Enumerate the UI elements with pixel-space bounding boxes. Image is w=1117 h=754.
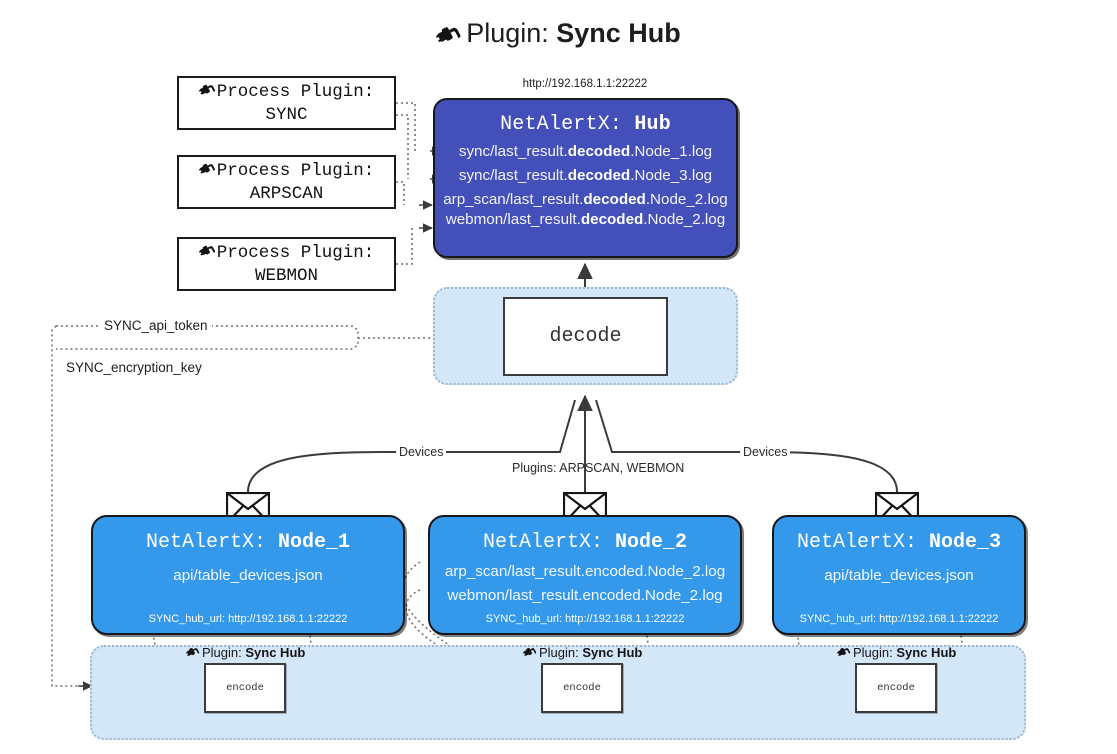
hub-box[interactable]: NetAlertX: Hub sync/last_result.decoded.… <box>433 98 738 258</box>
encode-label: encode <box>563 682 601 694</box>
edge-label-devices-right: Devices <box>740 445 791 459</box>
encoder-label-name: Sync Hub <box>245 645 306 660</box>
encode-box-node-1[interactable]: encode <box>204 663 286 713</box>
hub-log-mid: decoded <box>567 143 631 160</box>
edge-arpscan-to-hub <box>396 181 405 205</box>
edge-sync-to-hub-log1 <box>396 102 416 151</box>
process-plugin-line2: ARPSCAN <box>249 184 324 204</box>
node-title-name: Node_1 <box>278 531 351 554</box>
hub-log-row: webmon/last_result.decoded.Node_2.log <box>435 211 736 228</box>
node-box-node-2[interactable]: NetAlertX: Node_2 arp_scan/last_result.e… <box>428 515 742 635</box>
node-hub-url-label: SYNC_hub_url: http://192.168.1.1:22222 <box>799 613 999 625</box>
hub-log-post: .Node_2.log <box>645 191 728 208</box>
node-hub-url-label: SYNC_hub_url: http://192.168.1.1:22222 <box>485 613 685 625</box>
plug-icon <box>836 645 851 660</box>
node-title: NetAlertX: Node_2 <box>430 531 740 554</box>
process-plugin-line1: Process Plugin: <box>216 242 375 263</box>
node-box-node-1[interactable]: NetAlertX: Node_1 api/table_devices.json… <box>91 515 405 635</box>
edge-label-devices-left: Devices <box>396 445 447 459</box>
plug-icon <box>522 645 537 660</box>
hub-log-pre: sync/last_result. <box>458 167 568 184</box>
node-hub-url-label: SYNC_hub_url: http://192.168.1.1:22222 <box>148 613 348 625</box>
hub-log-row: sync/last_result.decoded.Node_1.log <box>435 143 736 160</box>
hub-log-mid: decoded <box>583 191 646 208</box>
encode-label: encode <box>226 682 264 694</box>
process-plugin-box-arpscan[interactable]: Process Plugin: ARPSCAN <box>177 155 396 209</box>
decode-box[interactable]: decode <box>503 297 668 376</box>
encoder-plugin-label: Plugin: Sync Hub <box>185 645 306 660</box>
node-payload-line: webmon/last_result.encoded.Node_2.log <box>447 587 723 604</box>
node-title-prefix: NetAlertX: <box>482 531 603 554</box>
hub-log-pre: sync/last_result. <box>458 143 568 160</box>
node-payload-line: api/table_devices.json <box>824 567 974 584</box>
plug-icon <box>198 80 216 100</box>
hub-url-label: http://192.168.1.1:22222 <box>522 78 648 90</box>
hub-title-name: Hub <box>634 113 671 136</box>
node-title-prefix: NetAlertX: <box>796 531 917 554</box>
page-title-prefix: Plugin: <box>466 18 549 48</box>
hub-log-pre: arp_scan/last_result. <box>443 191 584 208</box>
edge-label-plugins-center: Plugins: ARPSCAN, WEBMON <box>512 461 685 475</box>
hub-title-prefix: NetAlertX: <box>500 113 623 136</box>
encoder-plugin-label: Plugin: Sync Hub <box>836 645 957 660</box>
hub-log-mid: decoded <box>580 211 644 228</box>
plug-icon <box>436 22 462 51</box>
process-plugin-line2: WEBMON <box>254 266 318 286</box>
hub-log-pre: webmon/last_result. <box>445 211 581 228</box>
hub-log-row: sync/last_result.decoded.Node_3.log <box>435 167 736 184</box>
sync-api-token-label: SYNC_api_token <box>100 318 212 333</box>
hub-log-row: arp_scan/last_result.decoded.Node_2.log <box>435 191 736 208</box>
hub-log-post: .Node_1.log <box>630 143 713 160</box>
page-title-name: Sync Hub <box>556 18 681 48</box>
encode-label: encode <box>877 682 915 694</box>
sync-encryption-key-label: SYNC_encryption_key <box>62 360 206 375</box>
node-title: NetAlertX: Node_3 <box>774 531 1024 554</box>
plug-icon <box>185 645 200 660</box>
encoder-label-prefix: Plugin: <box>539 645 579 660</box>
process-plugin-box-webmon[interactable]: Process Plugin: WEBMON <box>177 237 396 291</box>
edge-webmon-to-hub <box>396 228 413 265</box>
hub-log-mid: decoded <box>567 167 631 184</box>
encoder-label-name: Sync Hub <box>582 645 643 660</box>
node-title-prefix: NetAlertX: <box>145 531 266 554</box>
node-title: NetAlertX: Node_1 <box>93 531 403 554</box>
encoder-label-prefix: Plugin: <box>853 645 893 660</box>
edge-sync-to-hub-log2 <box>396 114 409 179</box>
process-plugin-line1: Process Plugin: <box>216 81 375 102</box>
process-plugin-line2: SYNC <box>265 105 308 125</box>
encode-box-node-3[interactable]: encode <box>855 663 937 713</box>
plug-icon <box>198 241 216 261</box>
node-box-node-3[interactable]: NetAlertX: Node_3 api/table_devices.json… <box>772 515 1026 635</box>
encoder-plugin-label: Plugin: Sync Hub <box>522 645 643 660</box>
decode-label: decode <box>549 325 622 348</box>
node-payload-line: arp_scan/last_result.encoded.Node_2.log <box>444 563 726 580</box>
node-title-name: Node_2 <box>615 531 688 554</box>
node-payload-line: api/table_devices.json <box>173 567 323 584</box>
encode-box-node-2[interactable]: encode <box>541 663 623 713</box>
encoder-label-prefix: Plugin: <box>202 645 242 660</box>
process-plugin-line1: Process Plugin: <box>216 160 375 181</box>
page-title: Plugin: Sync Hub <box>0 18 1117 49</box>
hub-log-post: .Node_3.log <box>630 167 713 184</box>
edge-encryption-key-to-encoders <box>51 325 90 687</box>
hub-title: NetAlertX: Hub <box>435 113 736 136</box>
node-title-name: Node_3 <box>929 531 1002 554</box>
plug-icon <box>198 159 216 179</box>
encoder-label-name: Sync Hub <box>896 645 957 660</box>
hub-log-post: .Node_2.log <box>643 211 726 228</box>
process-plugin-box-sync[interactable]: Process Plugin: SYNC <box>177 76 396 130</box>
